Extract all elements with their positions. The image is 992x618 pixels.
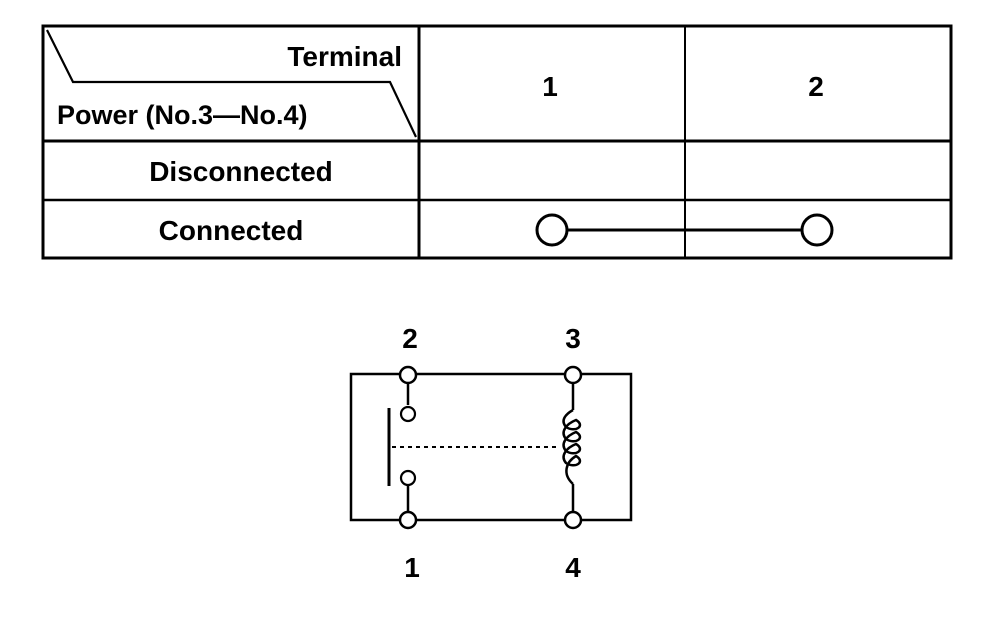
row-connected-label: Connected [159,215,304,246]
switch-contact-upper [399,405,417,423]
continuity-mark [535,213,834,247]
terminal-1-label: 1 [404,552,420,583]
continuity-table [41,24,953,260]
relay-coil [562,408,582,485]
row-disconnected-label: Disconnected [149,156,333,187]
continuity-terminal-1-circle [535,213,569,247]
terminal-2-header: 2 [808,71,824,102]
switch-contact-lower [399,469,417,487]
switch-contact-points [399,405,417,487]
schematic-terminals [398,365,583,530]
header-terminal-label: Terminal [287,41,402,72]
terminal-2-circle [398,365,418,385]
header-power-label: Power (No.3—No.4) [57,100,308,130]
terminal-4-circle [563,510,583,530]
terminal-4-label: 4 [565,552,581,583]
terminal-1-circle [398,510,418,530]
continuity-terminal-2-circle [800,213,834,247]
relay-body-outline [349,372,633,522]
header-diagonal-divider [46,29,417,138]
terminal-2-label: 2 [402,323,418,354]
terminal-3-label: 3 [565,323,581,354]
relay-schematic [349,372,633,522]
terminal-1-header: 1 [542,71,558,102]
terminal-3-circle [563,365,583,385]
